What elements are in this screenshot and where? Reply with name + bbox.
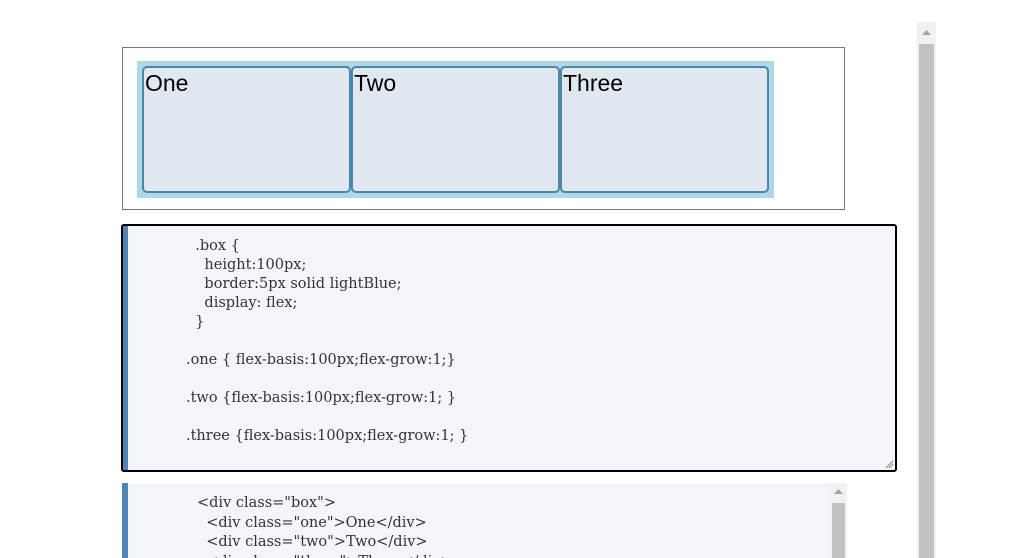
flex-item-two: Two [351, 66, 560, 193]
editor-accent-bar [123, 226, 128, 470]
page-scroll-thumb[interactable] [919, 44, 934, 558]
flex-item-three: Three [560, 66, 769, 193]
html-block-accent-bar [122, 483, 128, 558]
html-code-block: <div class="box"> <div class="one">One</… [122, 483, 847, 558]
flex-item-one: One [142, 66, 351, 193]
demo-output-frame: One Two Three [122, 47, 845, 210]
page-scrollbar[interactable] [917, 22, 936, 558]
scroll-up-arrow-icon[interactable] [917, 22, 936, 42]
flex-box-demo: One Two Three [137, 61, 774, 198]
code-block-scroll-thumb[interactable] [832, 503, 845, 558]
code-block-scrollbar[interactable] [830, 483, 847, 558]
html-code-text: <div class="box"> <div class="one">One</… [197, 495, 453, 558]
css-code-text[interactable]: .box { height:100px; border:5px solid li… [186, 238, 469, 444]
resize-grip-icon[interactable] [884, 459, 894, 469]
css-code-editor[interactable]: .box { height:100px; border:5px solid li… [121, 224, 897, 472]
scroll-up-arrow-icon[interactable] [830, 483, 847, 500]
